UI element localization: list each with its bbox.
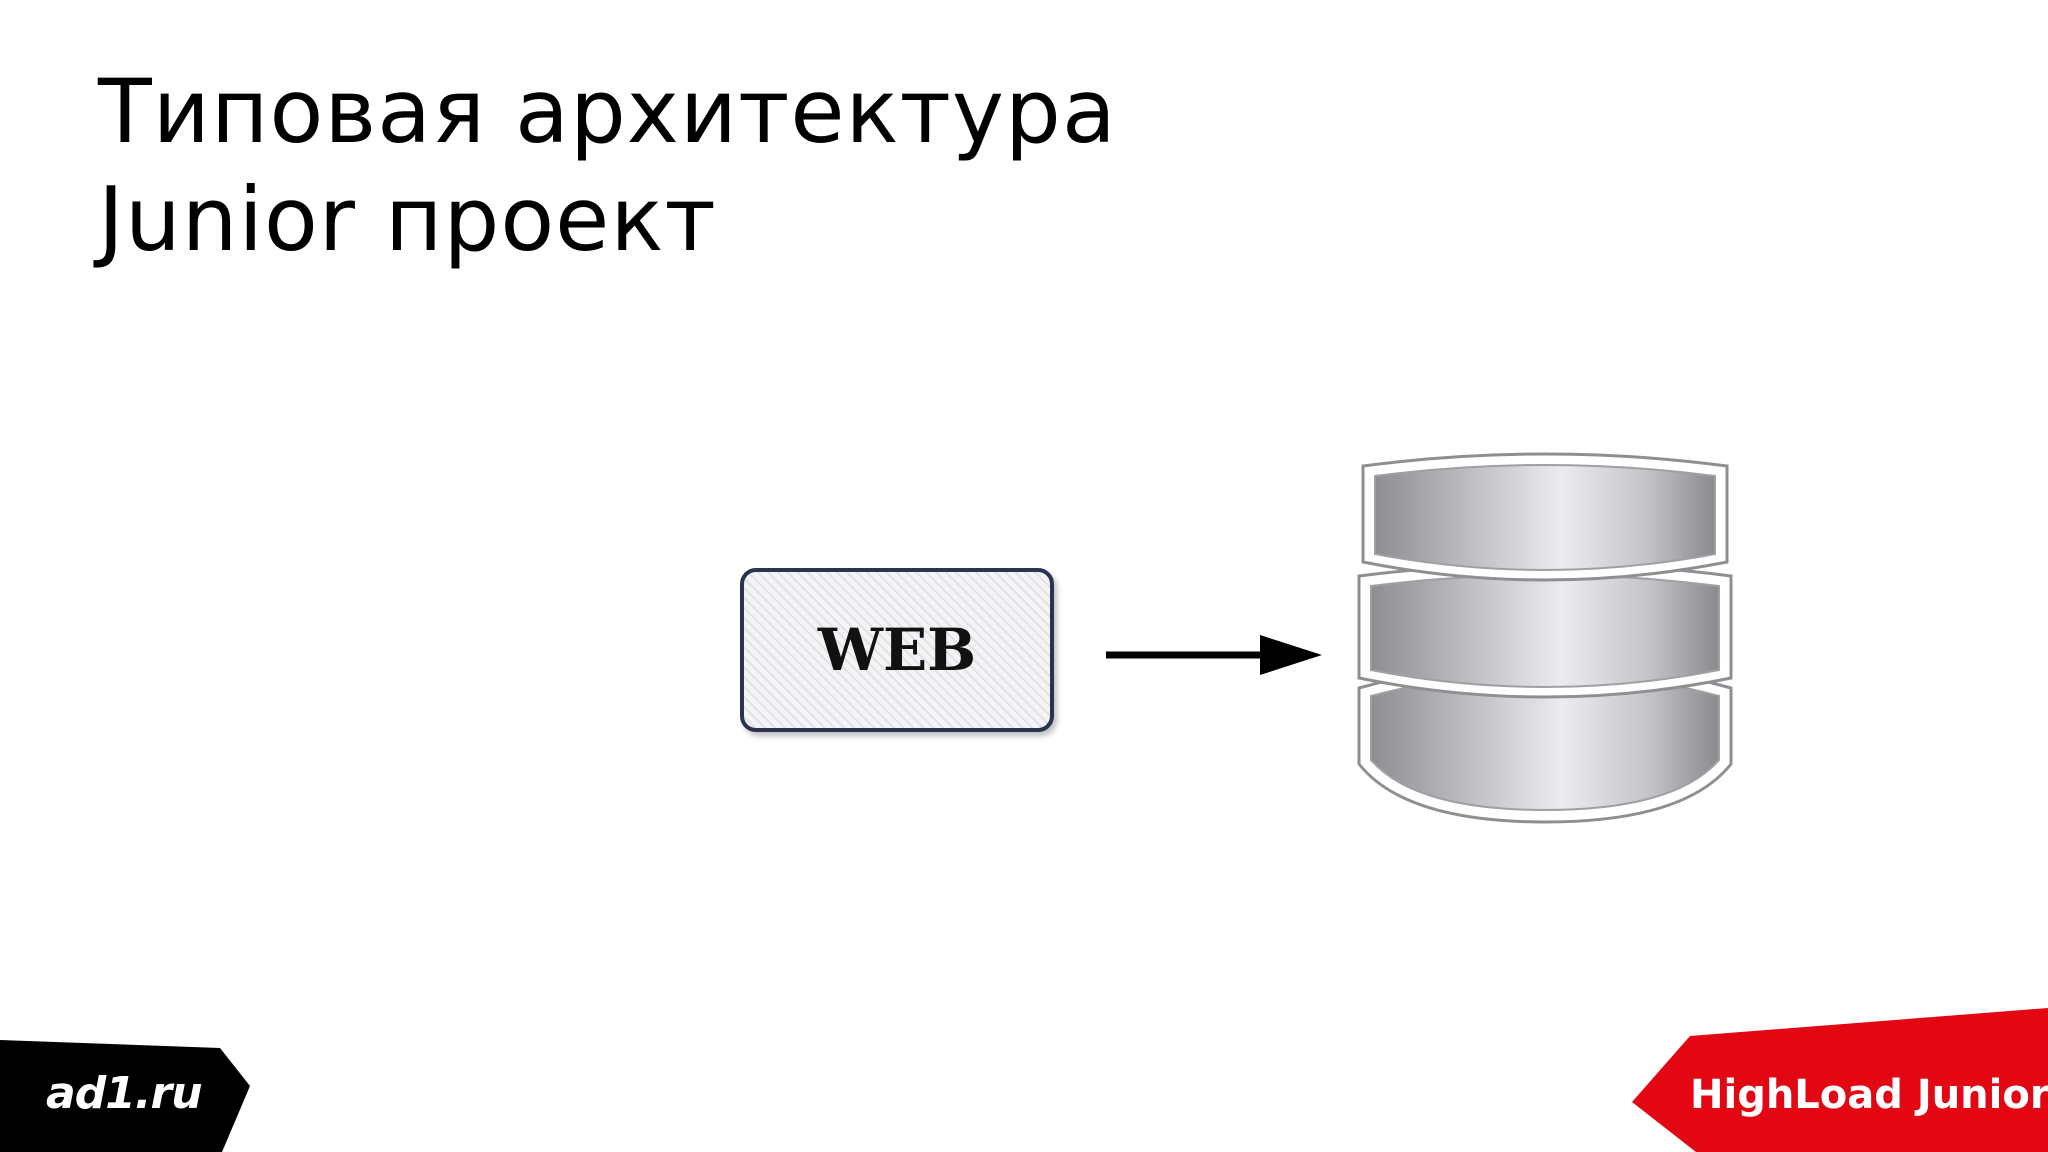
database-disk-top <box>1361 452 1729 582</box>
arrow-right-icon <box>1106 635 1322 675</box>
right-logo-banner <box>1632 1008 2048 1152</box>
title-line-1: Типовая архитектура <box>98 60 1117 163</box>
left-logo-banner <box>0 1040 250 1152</box>
ad1-logo: ad1.ru <box>46 1068 203 1119</box>
title-line-2: Junior проект <box>98 168 717 271</box>
slide-title: Типовая архитектура Junior проект <box>98 58 1117 274</box>
web-label: WEB <box>817 616 977 684</box>
highload-junior-logo: HighLoad Junior <box>1690 1072 2048 1118</box>
database-disk-bottom <box>1357 660 1733 824</box>
database-icon <box>1357 452 1733 824</box>
database-disk-middle <box>1357 562 1733 699</box>
web-server-box: WEB <box>740 568 1054 732</box>
